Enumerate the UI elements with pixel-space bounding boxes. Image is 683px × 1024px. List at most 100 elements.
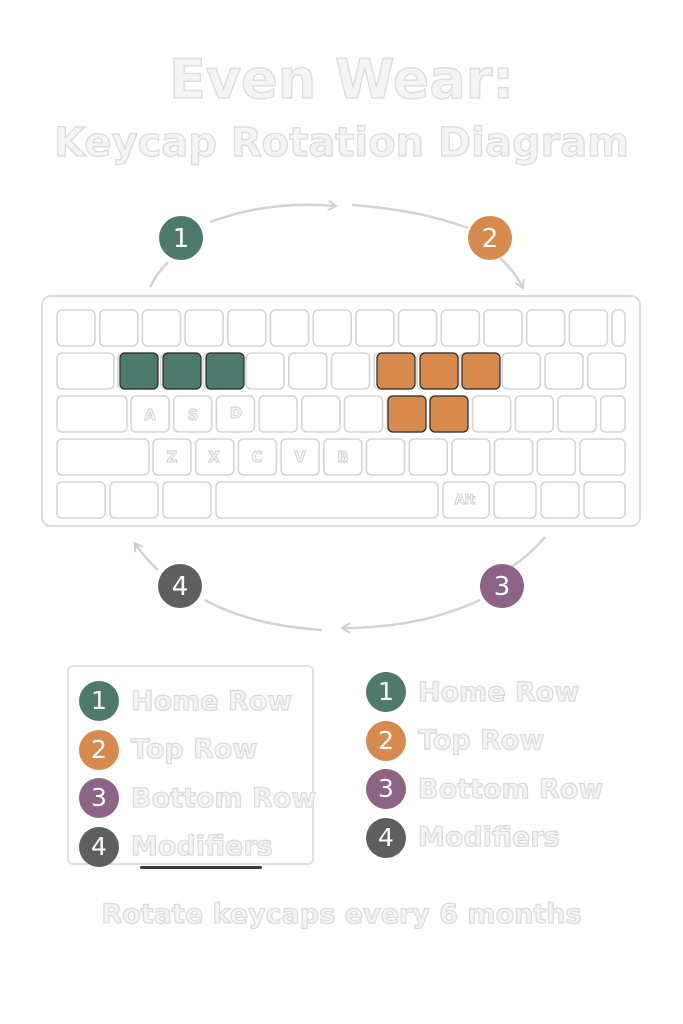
- title-line-2: Keycap Rotation Diagram: [53, 119, 629, 166]
- key-row1-6: [269, 309, 310, 347]
- key-ctrl: [56, 481, 106, 519]
- key-row4-3: [237, 438, 278, 476]
- key-row2-11: [544, 352, 584, 390]
- key-row3-4: [258, 395, 298, 433]
- legend-item-top-row: 2 Top Row: [79, 726, 312, 775]
- highlighted-keys: [119, 352, 501, 433]
- key-label-c: C: [251, 448, 262, 466]
- arrow-4-connector: [204, 598, 323, 632]
- key-row3-1: [130, 395, 170, 433]
- key-label-z: Z: [167, 448, 178, 466]
- highlight-top-2: [419, 352, 459, 390]
- legend-boxed: 1 Home Row 2 Top Row 3 Bottom Row 4 Modi…: [67, 665, 317, 867]
- highlight-home-2: [162, 352, 202, 390]
- key-row1-10: [440, 309, 481, 347]
- cycle-badge-4-number: 4: [172, 572, 189, 602]
- key-row1-3: [141, 309, 182, 347]
- legend-number-4: 4: [366, 817, 406, 858]
- legend-label-modifiers: Modifiers: [417, 822, 560, 854]
- cycle-badge-3-number: 3: [494, 572, 511, 602]
- legend-label-modifiers: Modifiers: [130, 831, 273, 863]
- rotation-diagram: A S D Z X C V B Alt 1 2 3 4: [41, 180, 641, 650]
- legend-number-1: 1: [79, 681, 119, 722]
- arrow-keyboard-to-3: [509, 536, 546, 570]
- key-row2-6: [330, 352, 371, 390]
- highlight-home-1: [119, 352, 159, 390]
- key-label-d: D: [230, 404, 242, 422]
- legend-number-2: 2: [366, 720, 406, 761]
- footer-note: Rotate keycaps every 6 months: [101, 898, 582, 930]
- arrow-2-to-keyboard: [499, 257, 522, 286]
- highlight-top-4: [387, 395, 427, 433]
- key-fn: [109, 481, 159, 519]
- legend-number-3: 3: [79, 778, 119, 819]
- key-row1-8: [355, 309, 395, 347]
- cycle-badge-1-number: 1: [173, 224, 190, 254]
- legend-label-home-row: Home Row: [130, 685, 293, 717]
- legend-item-home-row: 1 Home Row: [79, 677, 312, 726]
- legend-number-1: 1: [366, 672, 406, 713]
- cycle-badge-1: 1: [159, 216, 203, 260]
- key-row4-5: [322, 438, 363, 476]
- key-row1-5: [227, 309, 267, 347]
- key-row4-8: [451, 438, 491, 476]
- title-line-1: Even Wear:: [168, 47, 514, 111]
- key-enter: [599, 395, 626, 433]
- key-row4-1: [152, 438, 192, 476]
- highlight-top-1: [376, 352, 416, 390]
- key-row2-12: [586, 352, 627, 390]
- keyboard-keys: [56, 309, 627, 519]
- legend-item-top-row: 2 Top Row: [366, 717, 636, 766]
- key-row3-3: [215, 395, 256, 433]
- key-row4-2: [194, 438, 235, 476]
- key-row1-12: [525, 309, 566, 347]
- key-row1-9: [397, 309, 438, 347]
- key-row3-5: [300, 395, 341, 433]
- key-caps: [56, 395, 128, 433]
- legend-label-home-row: Home Row: [417, 676, 580, 708]
- key-row2-10: [501, 352, 542, 390]
- cycle-badge-2: 2: [468, 216, 512, 260]
- key-space: [215, 481, 439, 519]
- key-label-alt: Alt: [455, 493, 476, 508]
- highlight-home-3: [205, 352, 245, 390]
- key-row1-13: [568, 309, 609, 347]
- cycle-badge-2-number: 2: [482, 224, 499, 254]
- key-label-v: V: [294, 448, 306, 466]
- key-label-a: A: [144, 406, 156, 424]
- arrow-4-to-keyboard: [136, 545, 159, 571]
- legend-item-home-row: 1 Home Row: [366, 668, 636, 717]
- legend-label-top-row: Top Row: [417, 725, 545, 757]
- highlight-top-3: [461, 352, 501, 390]
- key-row2-5: [287, 352, 328, 390]
- key-row4-9: [493, 438, 534, 476]
- legend-label-bottom-row: Bottom Row: [130, 782, 317, 814]
- legend-item-bottom-row: 3 Bottom Row: [366, 765, 636, 814]
- key-right-3: [583, 481, 626, 519]
- key-row1-2: [98, 309, 139, 347]
- legend-item-modifiers: 4 Modifiers: [366, 814, 636, 863]
- key-row4-7: [408, 438, 449, 476]
- key-label-b: B: [337, 448, 348, 466]
- key-row4-4: [280, 438, 320, 476]
- legend-plain: 1 Home Row 2 Top Row 3 Bottom Row 4 Modi…: [366, 668, 636, 862]
- legend-number-2: 2: [79, 729, 119, 770]
- arrow-2-connector: [351, 203, 469, 230]
- key-row3-2: [172, 395, 213, 433]
- key-row1-4: [184, 309, 224, 347]
- key-row3-10: [514, 395, 555, 433]
- key-right-1: [493, 481, 537, 519]
- key-row1-7: [312, 309, 353, 347]
- legend-item-bottom-row: 3 Bottom Row: [79, 774, 317, 823]
- arrow-1-to-2: [209, 205, 334, 224]
- key-row3-11: [557, 395, 597, 433]
- key-row3-6: [343, 395, 384, 433]
- arrow-3-to-4: [344, 598, 481, 628]
- legend-label-top-row: Top Row: [130, 734, 258, 766]
- key-row2-4: [245, 352, 285, 390]
- key-row1-11: [483, 309, 523, 347]
- highlight-top-5: [429, 395, 469, 433]
- key-alt: [442, 481, 490, 519]
- key-left-alt: [162, 481, 212, 519]
- arrow-keyboard-to-1: [148, 261, 169, 288]
